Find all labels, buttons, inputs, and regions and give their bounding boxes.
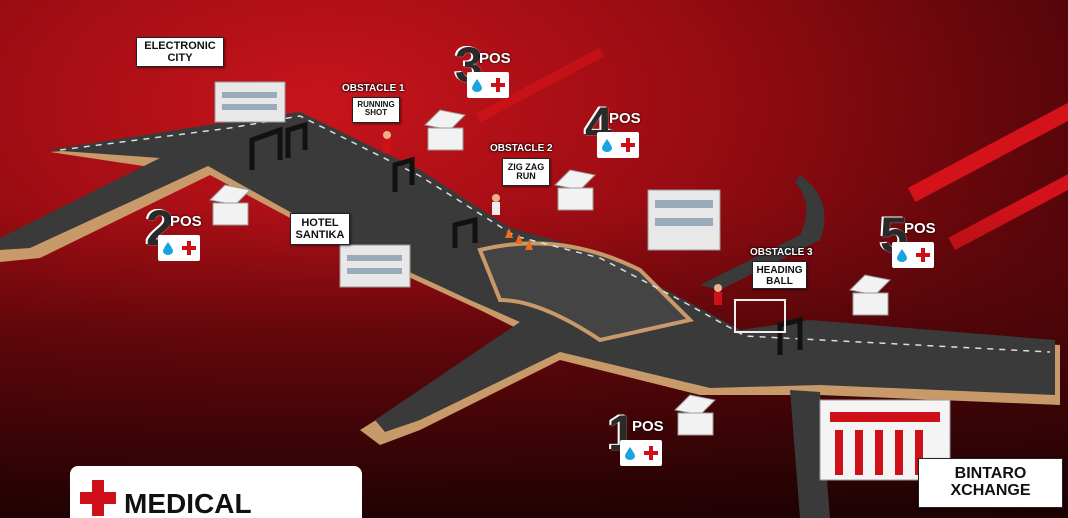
pos-services [620, 440, 662, 466]
pos-label: POS [479, 50, 511, 67]
water-drop-icon [624, 446, 635, 460]
runner-figures [383, 131, 722, 305]
obstacle-1-title: OBSTACLE 1 [342, 83, 405, 94]
medical-cross-icon [181, 241, 196, 255]
obstacle-3-title: OBSTACLE 3 [750, 247, 813, 258]
water-drop-icon [471, 78, 482, 92]
medical-cross-icon [915, 248, 930, 262]
medical-legend-label: MEDICAL [124, 488, 252, 518]
medical-cross-icon [80, 480, 116, 516]
pos-3-marker: 3 POS [455, 40, 515, 102]
water-drop-icon [601, 138, 612, 152]
overpass [477, 241, 694, 343]
pos-2-marker: 2 POS [146, 203, 206, 265]
pos-services [892, 242, 934, 268]
pos-services [158, 235, 200, 261]
cones [505, 228, 533, 250]
pos-label: POS [904, 220, 936, 237]
obstacle-2-title: OBSTACLE 2 [490, 143, 553, 154]
tent-icons [208, 109, 892, 436]
pos-1-marker: 1 POS [608, 408, 668, 470]
medical-cross-icon [490, 78, 505, 92]
water-drop-icon [162, 241, 173, 255]
pos-services [597, 132, 639, 158]
office-building [647, 189, 721, 251]
pos-5-marker: 5 POS [880, 210, 940, 272]
lane-marking [59, 115, 1051, 353]
hotel-santika-building [339, 244, 411, 288]
pos-label: POS [170, 213, 202, 230]
medical-legend: MEDICAL [70, 466, 362, 518]
electronic-city-building [214, 81, 286, 123]
pos-services [467, 72, 509, 98]
race-gates [249, 121, 803, 355]
medical-cross-icon [643, 446, 658, 460]
water-drop-icon [896, 248, 907, 262]
pos-label: POS [632, 418, 664, 435]
medical-cross-icon [620, 138, 635, 152]
pos-4-marker: 4 POS [585, 100, 645, 162]
pos-label: POS [609, 110, 641, 127]
goal-net [734, 299, 786, 333]
